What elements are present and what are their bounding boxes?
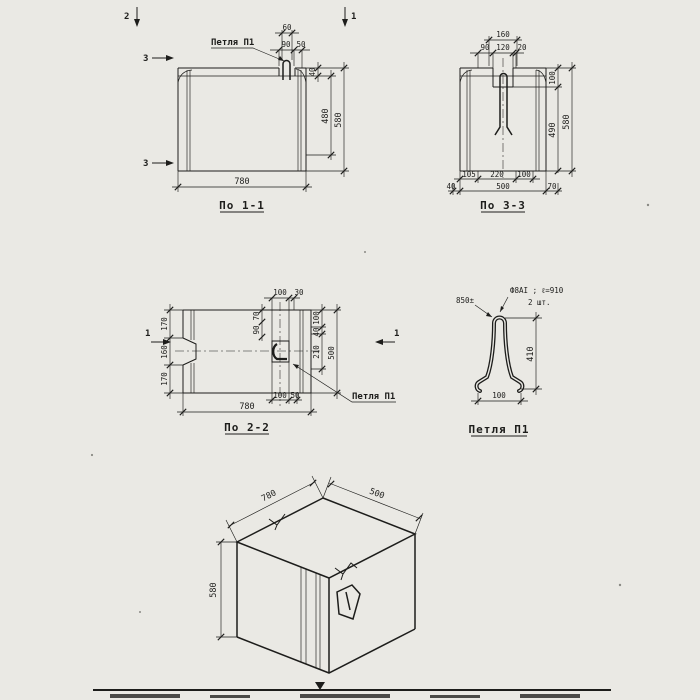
dim-label-100s: 100 [273, 391, 287, 400]
section-view-3-3: 160 90 120 20 100 490 580 105 220 100 40… [446, 30, 576, 213]
lifting-loop-section-1-1 [282, 59, 291, 80]
dim-label-100b: 100 [517, 170, 531, 179]
dim-label-90: 90 [281, 40, 291, 49]
dim-label-580: 580 [334, 112, 344, 127]
dim-label-580b: 580 [562, 114, 572, 129]
isometric-grooves [300, 567, 321, 670]
dim-label-170a: 170 [160, 317, 169, 331]
marker-1-right-label: 1 [394, 329, 399, 339]
dim-label-90m: 90 [252, 325, 261, 335]
dim-label-70: 70 [547, 182, 557, 191]
marker-1-left-label: 1 [145, 329, 150, 339]
loop-detail-dimensions: 410 100 [471, 312, 542, 405]
dim-label-50: 50 [296, 40, 306, 49]
triangle-mark [315, 682, 325, 690]
dim-label-40r: 40 [312, 327, 321, 337]
dim-label-490: 490 [548, 122, 558, 137]
dim-label-780b: 780 [239, 402, 254, 412]
loop-callout-2-2: Петля П1 [292, 363, 396, 403]
marker-3-bottom-label: 3 [143, 159, 148, 169]
dim-label-500r: 500 [327, 346, 336, 360]
dim-label-40b: 40 [446, 182, 456, 191]
marker-3-top-label: 3 [143, 54, 148, 64]
dim-label-100t: 100 [273, 288, 287, 297]
isometric-block [235, 497, 417, 674]
loop-callout-1-1: Петля П1 [211, 38, 285, 62]
caption-3-3: По 3-3 [480, 199, 526, 212]
caption-loop-detail: Петля П1 [469, 423, 530, 436]
keyway-notch [182, 337, 197, 366]
loop-detail: 410 100 850± Ф8АI ; ℓ=910 2 шт. Петля П1 [456, 286, 564, 437]
loop-bar-core [475, 316, 524, 392]
block-outline-2-2 [182, 309, 312, 394]
dim-label-220: 220 [490, 170, 504, 179]
dim-label-90b: 90 [480, 43, 490, 52]
caption-2-2: По 2-2 [224, 421, 270, 434]
dimensions-1-1: 60 90 50 40 480 580 780 [172, 23, 349, 192]
dim-label-160l: 160 [160, 345, 169, 359]
iso-dim-580: 580 [209, 582, 219, 597]
dim-label-500: 500 [496, 182, 510, 191]
marker-1-label: 1 [351, 12, 356, 22]
section-view-1-1: 60 90 50 40 480 580 780 Петля П1 2 1 [124, 7, 356, 213]
rebar-spec-label: Ф8АI ; ℓ=910 [510, 286, 564, 295]
section-view-2-2: 100 30 170 160 170 70 90 100 40 210 500 … [145, 288, 399, 435]
lifting-loop-plan [272, 343, 287, 361]
dim-label-40: 40 [308, 67, 317, 77]
section-markers-1-1: 2 1 3 3 [124, 7, 356, 169]
dim-label-170b: 170 [160, 372, 169, 386]
cut-off-table-edge [93, 682, 611, 698]
isometric-loop-recesses [268, 513, 358, 581]
dim-label-410: 410 [526, 346, 536, 361]
scan-noise [90, 203, 650, 613]
dim-label-780: 780 [234, 177, 249, 187]
dim-label-100r: 100 [548, 71, 557, 85]
rebar-qty-label: 2 шт. [528, 298, 551, 307]
dim-label-160: 160 [496, 30, 510, 39]
lifting-loop-section-3-3 [494, 72, 513, 136]
iso-dim-780: 780 [260, 488, 278, 504]
caption-1-1: По 1-1 [219, 199, 265, 212]
marker-2-label: 2 [124, 12, 129, 22]
dimensions-3-3: 160 90 120 20 100 490 580 105 220 100 40… [446, 30, 576, 195]
loop-label: Петля П1 [211, 38, 254, 48]
section-markers-2-2: 1 1 [145, 329, 399, 345]
dim-label-50: 50 [290, 391, 300, 400]
isometric-keyway [336, 584, 361, 620]
dim-label-100r2: 100 [312, 311, 321, 325]
dim-label-30: 30 [294, 288, 304, 297]
dim-label-20: 20 [517, 43, 527, 52]
loop-detail-notes: 850± Ф8АI ; ℓ=910 2 шт. [456, 286, 564, 318]
block-outline-1-1 [177, 67, 307, 172]
dimensions-2-2: 100 30 170 160 170 70 90 100 40 210 500 … [160, 288, 341, 416]
isometric-view: 780 500 580 [209, 475, 424, 674]
dim-label-100w: 100 [492, 391, 506, 400]
loop-label-2: Петля П1 [352, 392, 395, 402]
bend-note-label: 850± [456, 296, 475, 305]
dim-label-480: 480 [321, 108, 331, 123]
dim-label-70m: 70 [252, 311, 261, 321]
dim-label-210: 210 [312, 345, 321, 359]
dim-label-105: 105 [462, 170, 476, 179]
dim-label-60: 60 [282, 23, 292, 32]
centerlines-2-2 [175, 302, 322, 406]
dim-label-120: 120 [496, 43, 510, 52]
